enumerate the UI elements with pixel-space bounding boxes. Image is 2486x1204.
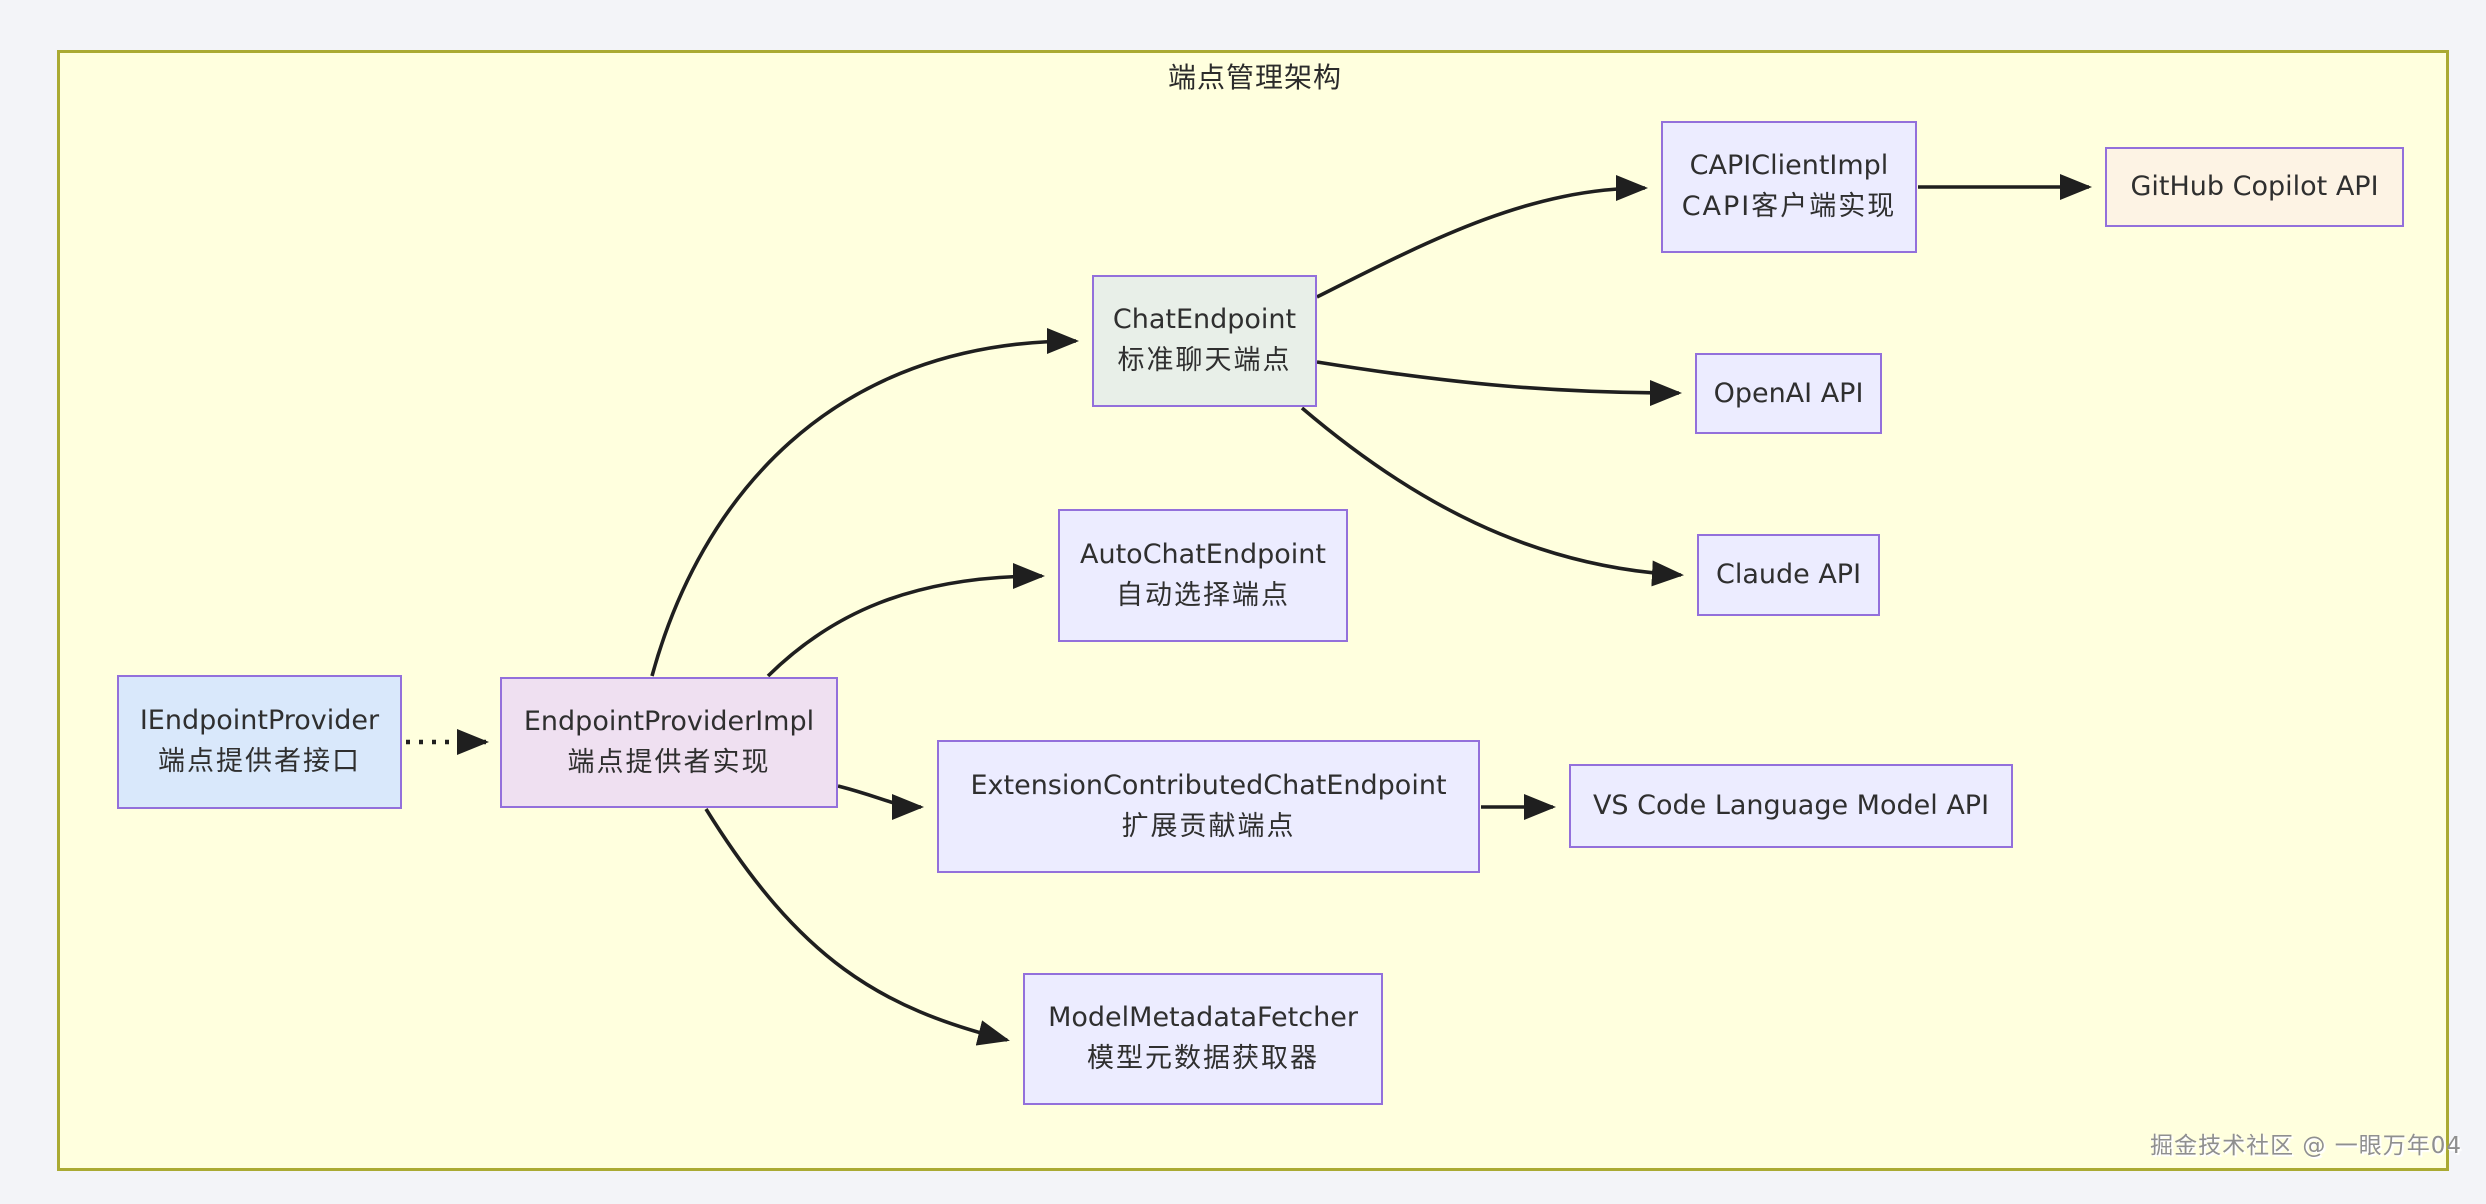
- node-subtitle: 端点提供者实现: [567, 746, 771, 778]
- node-title: OpenAI API: [1713, 377, 1864, 409]
- node-subtitle: 模型元数据获取器: [1087, 1043, 1319, 1074]
- node-title: AutoChatEndpoint: [1080, 538, 1326, 570]
- node-title: ExtensionContributedChatEndpoint: [970, 769, 1447, 801]
- watermark: 掘金技术社区 @ 一眼万年04: [2150, 1133, 2462, 1159]
- node-extensioncontributedchatendpoint: ExtensionContributedChatEndpoint 扩展贡献端点: [937, 740, 1480, 873]
- node-modelmetadatafetcher: ModelMetadataFetcher 模型元数据获取器: [1023, 973, 1383, 1105]
- node-subtitle: CAPI客户端实现: [1681, 191, 1897, 222]
- node-chatendpoint: ChatEndpoint 标准聊天端点: [1092, 275, 1317, 407]
- node-autochatendpoint: AutoChatEndpoint 自动选择端点: [1058, 509, 1348, 642]
- node-title: ModelMetadataFetcher: [1048, 1002, 1358, 1033]
- node-subtitle: 自动选择端点: [1116, 579, 1290, 611]
- node-title: Claude API: [1715, 559, 1862, 590]
- node-iendpointprovider: IEndpointProvider 端点提供者接口: [117, 675, 402, 809]
- node-capiclientimpl: CAPIClientImpl CAPI客户端实现: [1661, 121, 1917, 253]
- node-title: GitHub Copilot API: [2130, 171, 2379, 202]
- node-title: ChatEndpoint: [1112, 304, 1297, 335]
- node-title: CAPIClientImpl: [1689, 150, 1889, 181]
- node-vscode-language-model-api: VS Code Language Model API: [1569, 764, 2013, 848]
- node-subtitle: 扩展贡献端点: [1121, 810, 1296, 842]
- node-endpointproviderimpl: EndpointProviderImpl 端点提供者实现: [500, 677, 838, 808]
- node-title: IEndpointProvider: [139, 705, 380, 736]
- node-github-copilot-api: GitHub Copilot API: [2105, 147, 2404, 227]
- diagram-title: 端点管理架构: [1167, 61, 1342, 94]
- node-subtitle: 端点提供者接口: [158, 746, 361, 777]
- node-title: EndpointProviderImpl: [523, 705, 815, 737]
- node-claude-api: Claude API: [1697, 534, 1880, 616]
- node-title: VS Code Language Model API: [1592, 790, 1990, 821]
- node-openai-api: OpenAI API: [1695, 353, 1882, 434]
- node-subtitle: 标准聊天端点: [1117, 345, 1292, 376]
